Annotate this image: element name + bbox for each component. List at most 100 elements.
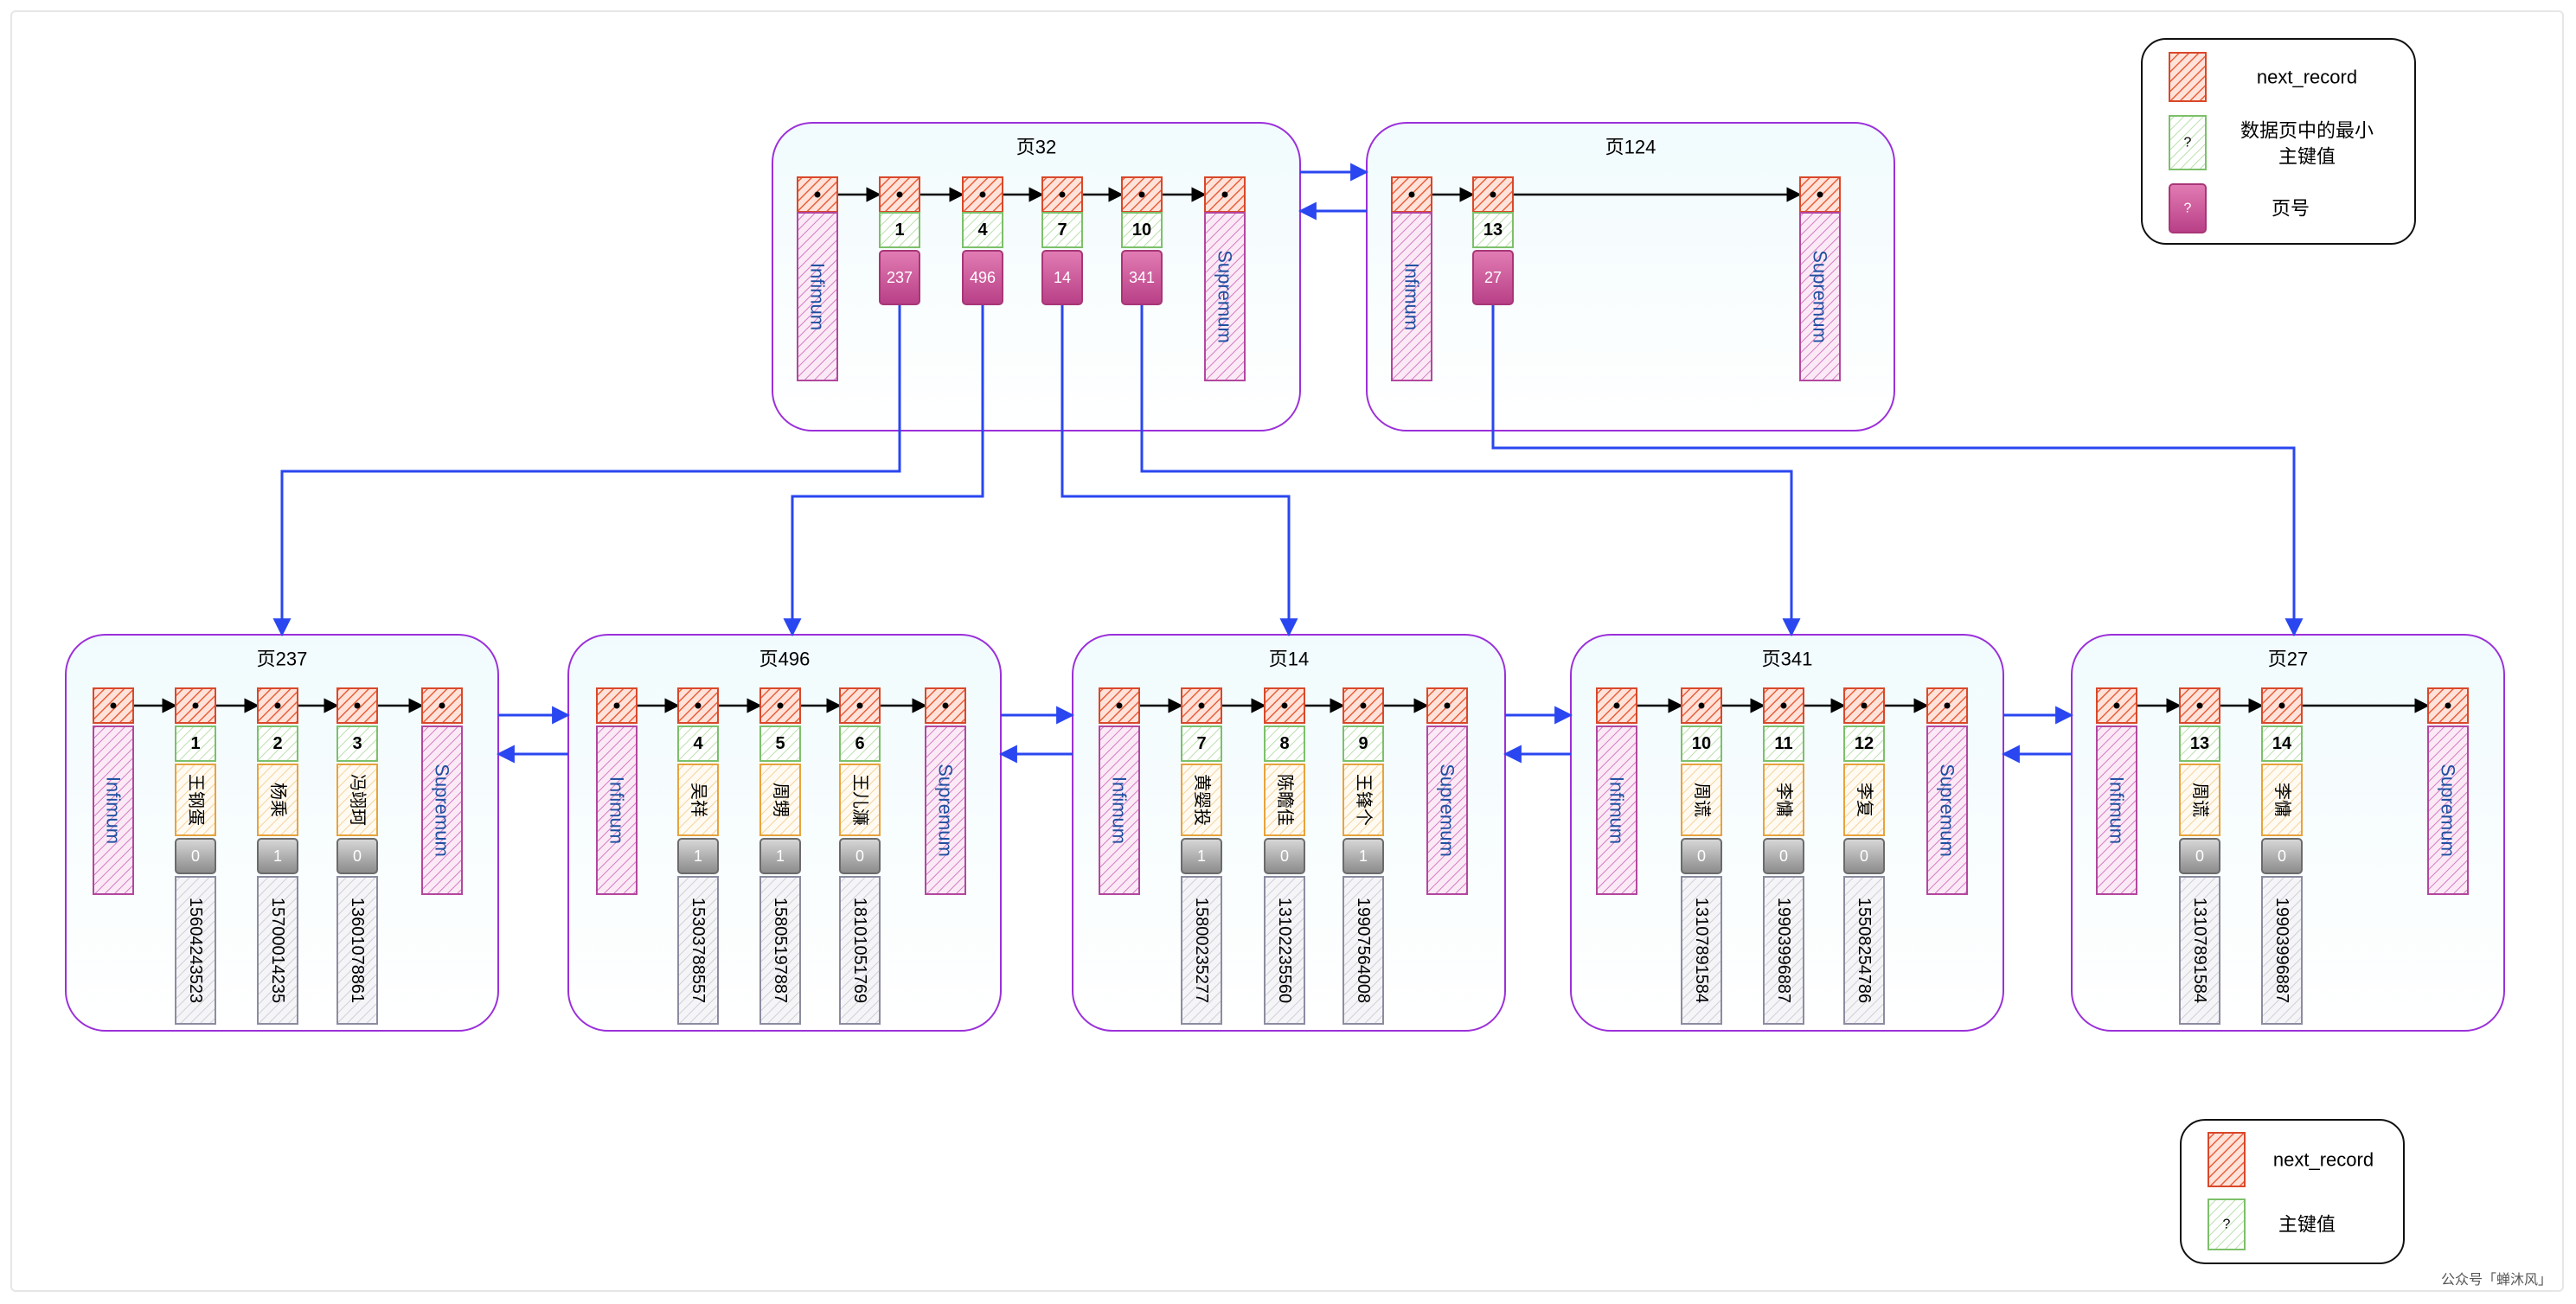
top-page-0-pageno-text-2: 14: [1054, 269, 1071, 286]
leaf-page-3-next-record-0-dot: [1613, 702, 1620, 709]
top-page-1-pageno-text-0: 27: [1484, 269, 1502, 286]
leaf-page-2-phone-text-1: 13102235560: [1275, 898, 1294, 1003]
leaf-page-1-pk-text-1: 5: [775, 734, 785, 753]
leaf-page-3-name-text-1: 李慵: [1774, 783, 1794, 817]
leaf-page-3-supremum: [1926, 726, 1968, 895]
leaf-page-0-name-text-2: 冯翊珂: [348, 774, 368, 826]
leaf-page-3-pk-text-0: 10: [1692, 734, 1711, 753]
leaf-page-0-phone-0: [175, 876, 216, 1025]
top-page-0-pageno-text-3: 341: [1129, 269, 1155, 286]
leaf-page-0-name-0: [175, 764, 216, 836]
leaf-page-2-phone-2: [1342, 876, 1384, 1025]
top-page-0-pageno-1: [962, 250, 1003, 305]
leaf-page-2-next-record-2-dot: [1281, 702, 1288, 709]
top-page-0-key-0: [879, 212, 920, 248]
leaf-page-2-pk-0: [1181, 726, 1222, 762]
leaf-page-2-flag-text-1: 0: [1280, 847, 1289, 865]
leaf-page-4-next-record-1: [2179, 687, 2220, 724]
leaf-page-3-pk-text-1: 11: [1774, 734, 1792, 753]
leaf-page-1-next-record-0-dot: [613, 702, 620, 709]
top-page-0-key-text-0: 1: [894, 221, 904, 240]
canvas-frame: [10, 10, 2564, 1292]
leaf-page-3-name-1: [1763, 764, 1804, 836]
top-page-0-key-text-1: 4: [977, 221, 988, 240]
leaf-page-1-phone-0: [677, 876, 719, 1025]
leaf-page-0-supremum: [421, 726, 463, 895]
legend-top-next-record-label: next_record: [2257, 67, 2357, 88]
leaf-page-2-name-2: [1342, 764, 1384, 836]
leaf-page-2-flag-text-2: 1: [1359, 847, 1368, 865]
leaf-page-4-phone-text-0: 13107891584: [2190, 898, 2209, 1003]
leaf-page-4-flag-0: [2179, 838, 2220, 874]
top-page-0-supremum-text: Supremum: [1214, 250, 1236, 343]
top-page-0-pageno-0: [879, 250, 920, 305]
watermark: 公众号「蝉沐风」: [2440, 1273, 2552, 1288]
top-page-1-label: 页124: [1605, 137, 1656, 158]
leaf-page-3-next-record-3-dot: [1861, 702, 1868, 709]
leaf-page-3-pk-text-2: 12: [1855, 734, 1874, 753]
leaf-page-3-infimum-text: Infimum: [1606, 777, 1628, 844]
leaf-page-0-next-record-0-dot: [110, 702, 117, 709]
leaf-page-2-infimum-text: Infimum: [1109, 777, 1131, 844]
legend-bottom-pk-swatch: [2208, 1199, 2246, 1250]
leaf-page-4-pk-text-0: 13: [2190, 734, 2209, 753]
top-page-0-key-2: [1041, 212, 1083, 248]
leaf-page-3-next-record-4-dot: [1944, 702, 1951, 709]
leaf-page-0-label: 页237: [257, 649, 308, 670]
top-page-0-key-text-2: 7: [1057, 221, 1067, 240]
leaf-page-1-pk-text-2: 6: [855, 734, 864, 753]
leaf-page-1-pk-0: [677, 726, 719, 762]
leaf-page-2-name-text-1: 陈瞻佳: [1275, 774, 1295, 826]
top-page-0-next-record-1-dot: [896, 191, 903, 198]
leaf-page-4-next-record-2-dot: [2278, 702, 2285, 709]
leaf-page-0-flag-1: [257, 838, 298, 874]
leaf-page-2-name-text-0: 黄婴投: [1192, 774, 1212, 826]
leaf-page-1-name-1: [759, 764, 801, 836]
leaf-page-4-supremum: [2427, 726, 2469, 895]
leaf-page-0-supremum-text: Supremum: [432, 764, 453, 857]
leaf-page-2-next-record-3-dot: [1360, 702, 1367, 709]
leaf-page-4-pk-text-1: 14: [2272, 734, 2292, 753]
top-page-0-supremum: [1204, 212, 1246, 381]
leaf-page-3-pk-0: [1681, 726, 1722, 762]
leaf-page-2-pk-1: [1264, 726, 1305, 762]
leaf-page-3-supremum-text: Supremum: [1937, 764, 1958, 857]
legend-bottom-next-record-label: next_record: [2273, 1149, 2374, 1171]
legend-top-page-label: 页号: [2272, 198, 2310, 220]
top-page-1-supremum: [1799, 212, 1841, 381]
leaf-page-3-name-0: [1681, 764, 1722, 836]
top-page-1-next-record-2-dot: [1817, 191, 1823, 198]
top-page-1-pageno-0: [1472, 250, 1514, 305]
top-page-0-next-record-2-dot: [979, 191, 986, 198]
leaf-page-0-infimum-text: Infimum: [103, 777, 125, 844]
leaf-page-2-flag-2: [1342, 838, 1384, 874]
legend-top-page-swatch-q: ?: [2184, 201, 2192, 216]
legend-top-next-record-swatch: [2169, 52, 2207, 102]
leaf-page-3-pk-2: [1843, 726, 1885, 762]
leaf-page-2-next-record-4-dot: [1444, 702, 1451, 709]
leaf-page-0-infimum: [93, 726, 134, 895]
leaf-page-0-pk-text-1: 2: [272, 734, 282, 753]
leaf-page-1-infimum: [596, 726, 638, 895]
legend-top: [2141, 38, 2416, 245]
leaf-page-3-next-record-2-dot: [1780, 702, 1787, 709]
leaf-page-2-phone-text-0: 15800235277: [1192, 898, 1211, 1003]
legend-top-page-swatch: [2169, 183, 2207, 233]
leaf-page-4-supremum-text: Supremum: [2438, 764, 2459, 857]
leaf-page-3-name-text-0: 周谎: [1692, 783, 1712, 817]
legend-bottom-pk-label: 主键值: [2278, 1214, 2336, 1236]
child-pointer-1: [783, 304, 984, 637]
leaf-page-4-next-record-3-dot: [2445, 702, 2451, 709]
leaf-page-3-flag-1: [1763, 838, 1804, 874]
leaf-page-0-flag-0: [175, 838, 216, 874]
child-pointer-2: [1061, 304, 1298, 637]
leaf-page-1-infimum-text: Infimum: [606, 777, 628, 844]
leaf-page-1-next-record-3-dot: [856, 702, 863, 709]
top-page-1-supremum-text: Supremum: [1810, 250, 1831, 343]
leaf-page-4-infimum-text: Infimum: [2106, 777, 2128, 844]
top-page-0-pageno-text-1: 496: [970, 269, 996, 286]
leaf-page-0-name-text-1: 杨乘: [268, 783, 288, 817]
leaf-page-3-next-record-4: [1926, 687, 1968, 724]
leaf-page-1-label: 页496: [759, 649, 811, 670]
